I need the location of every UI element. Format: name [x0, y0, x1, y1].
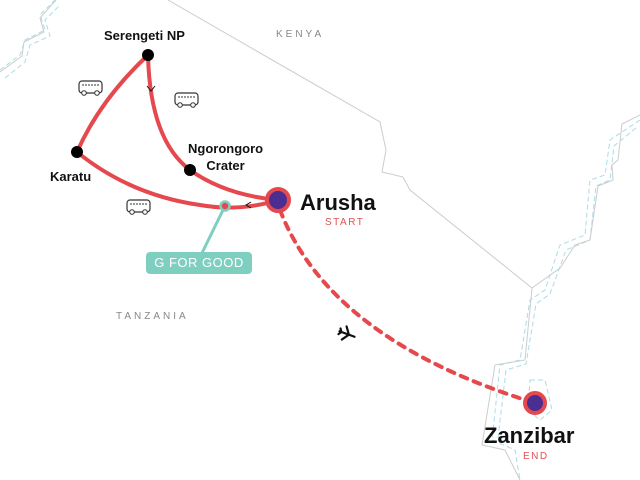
stop-serengeti-dot: [142, 49, 154, 61]
bus-icon: [126, 199, 151, 215]
stop-ngorongoro-dot: [184, 164, 196, 176]
label-zanzibar: Zanzibar: [484, 423, 575, 448]
stop-arusha-marker: [265, 187, 291, 213]
stop-zanzibar-marker: [523, 391, 547, 415]
country-label-tanzania: TANZANIA: [116, 311, 189, 322]
route-ngorongoro-arusha: [188, 168, 280, 202]
plane-icon: [337, 325, 356, 341]
route: [75, 53, 537, 405]
direction-arrow-icon: [146, 85, 156, 92]
g-for-good-connector: [200, 205, 227, 254]
direction-arrow-icon: [245, 201, 252, 209]
label-arusha: Arusha: [300, 190, 376, 215]
label-zanzibar-end: END: [523, 451, 549, 462]
label-arusha-start: START: [325, 217, 365, 228]
flight-arusha-zanzibar: [278, 208, 537, 405]
label-ngorongoro-line2: Crater: [206, 158, 245, 173]
route-serengeti-ngorongoro: [146, 53, 192, 172]
label-serengeti: Serengeti NP: [104, 28, 185, 43]
country-label-kenya: KENYA: [276, 29, 325, 40]
g-for-good-marker: [219, 200, 231, 212]
label-karatu: Karatu: [50, 169, 92, 184]
bus-icon: [174, 92, 199, 108]
route-arusha-karatu: [75, 150, 280, 210]
stop-karatu-dot: [71, 146, 83, 158]
route-karatu-serengeti: [75, 53, 150, 154]
g-for-good-badge: G FOR GOOD: [146, 252, 252, 274]
bus-icon: [78, 80, 103, 96]
label-ngorongoro: Ngorongoro Crater: [188, 140, 263, 174]
label-ngorongoro-line1: Ngorongoro: [188, 141, 264, 156]
